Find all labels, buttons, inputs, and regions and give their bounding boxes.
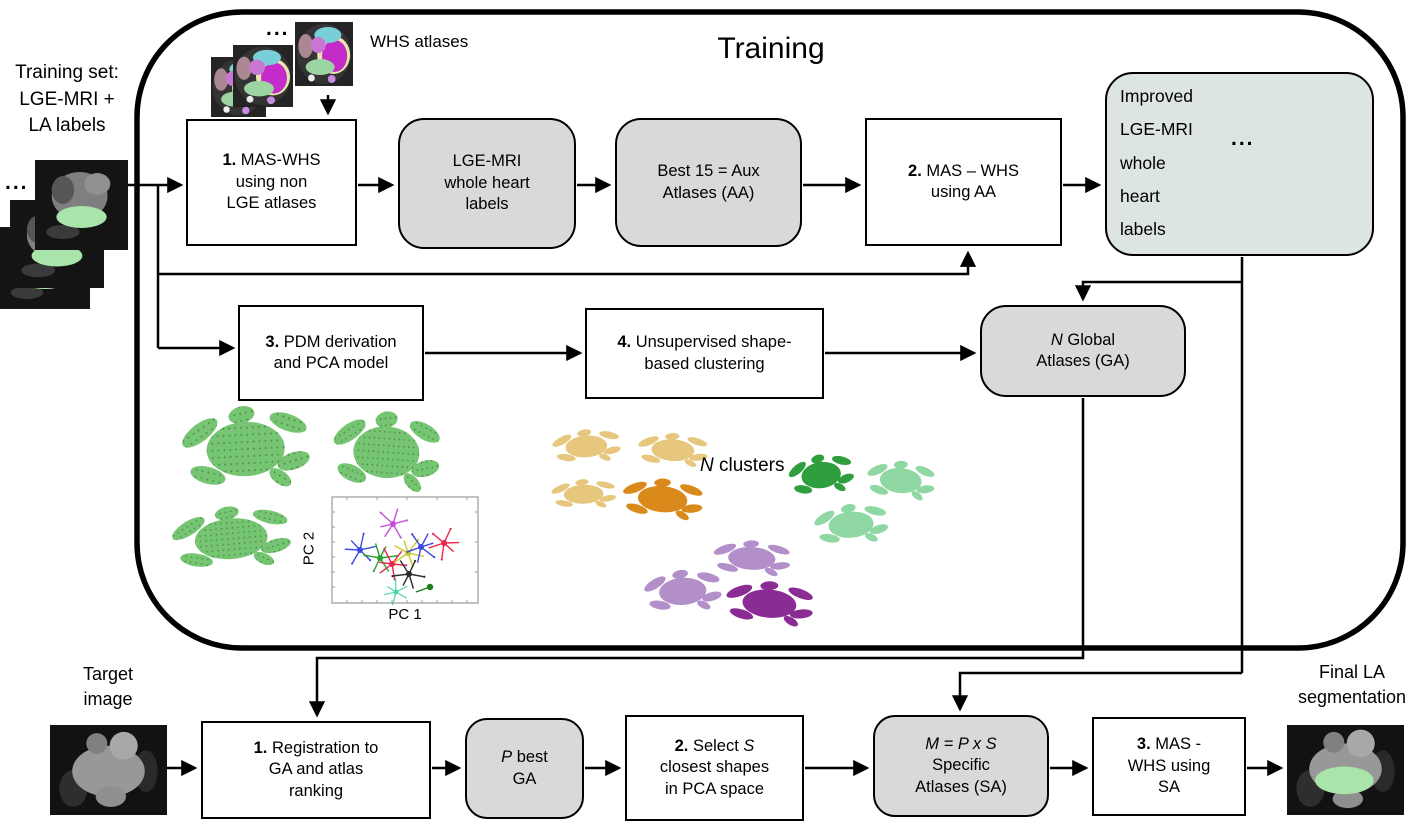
final-segmentation-caption: Final LA segmentation	[1297, 662, 1407, 708]
box-lge-whole-heart-labels: LGE-MRI whole heart labels	[398, 118, 576, 249]
training-set-ellipsis: ...	[5, 171, 29, 194]
pca-x-axis-label: PC 1	[388, 606, 422, 623]
training-boundary	[134, 9, 1406, 651]
training-set-caption: Training set: LGE-MRI + LA labels	[15, 62, 119, 137]
training-title: Training	[717, 32, 825, 65]
box-testing-step1: 1. Registration to GA and atlas ranking	[201, 721, 431, 819]
pca-scatter-plot	[331, 496, 479, 609]
arrow-improved-to-sa	[951, 671, 1242, 712]
target-image-caption: Target image	[82, 664, 134, 710]
connectors	[128, 95, 1284, 777]
target-image	[50, 725, 167, 815]
final-segmentation-image	[1287, 725, 1404, 815]
improved-ellipsis: ...	[1231, 127, 1255, 150]
box-global-atlases: N Global Atlases (GA)	[980, 305, 1186, 397]
box-testing-step3: 3. MAS - WHS using SA	[1092, 717, 1246, 816]
arrow-ga-to-registration	[308, 398, 1085, 718]
box-training-step1: 1. MAS-WHS using non LGE atlases	[186, 119, 357, 246]
arrow-improved-to-ga	[1074, 280, 1242, 302]
improved-labels-caption: Improved LGE-MRI whole heart labels	[1120, 86, 1193, 239]
whs-ellipsis: ...	[266, 17, 290, 40]
box-improved-labels	[1105, 72, 1374, 256]
box-specific-atlases: M = P x S Specific Atlases (SA)	[873, 715, 1049, 817]
box-testing-step2: 2. Select S closest shapes in PCA space	[625, 715, 804, 821]
box-training-step2: 2. MAS – WHS using AA	[865, 118, 1062, 246]
box-training-step3: 3. PDM derivation and PCA model	[238, 305, 424, 401]
whs-atlases-caption: WHS atlases	[370, 32, 469, 51]
pca-y-axis-label: PC 2	[300, 531, 318, 566]
box-p-best-ga: P best GA	[465, 718, 584, 819]
arrow-feedback-to-step2	[158, 250, 977, 276]
n-clusters-caption: N clusters	[700, 454, 785, 476]
box-best15-aux-atlases: Best 15 = Aux Atlases (AA)	[615, 118, 802, 247]
box-training-step4: 4. Unsupervised shape- based clustering	[585, 308, 824, 399]
